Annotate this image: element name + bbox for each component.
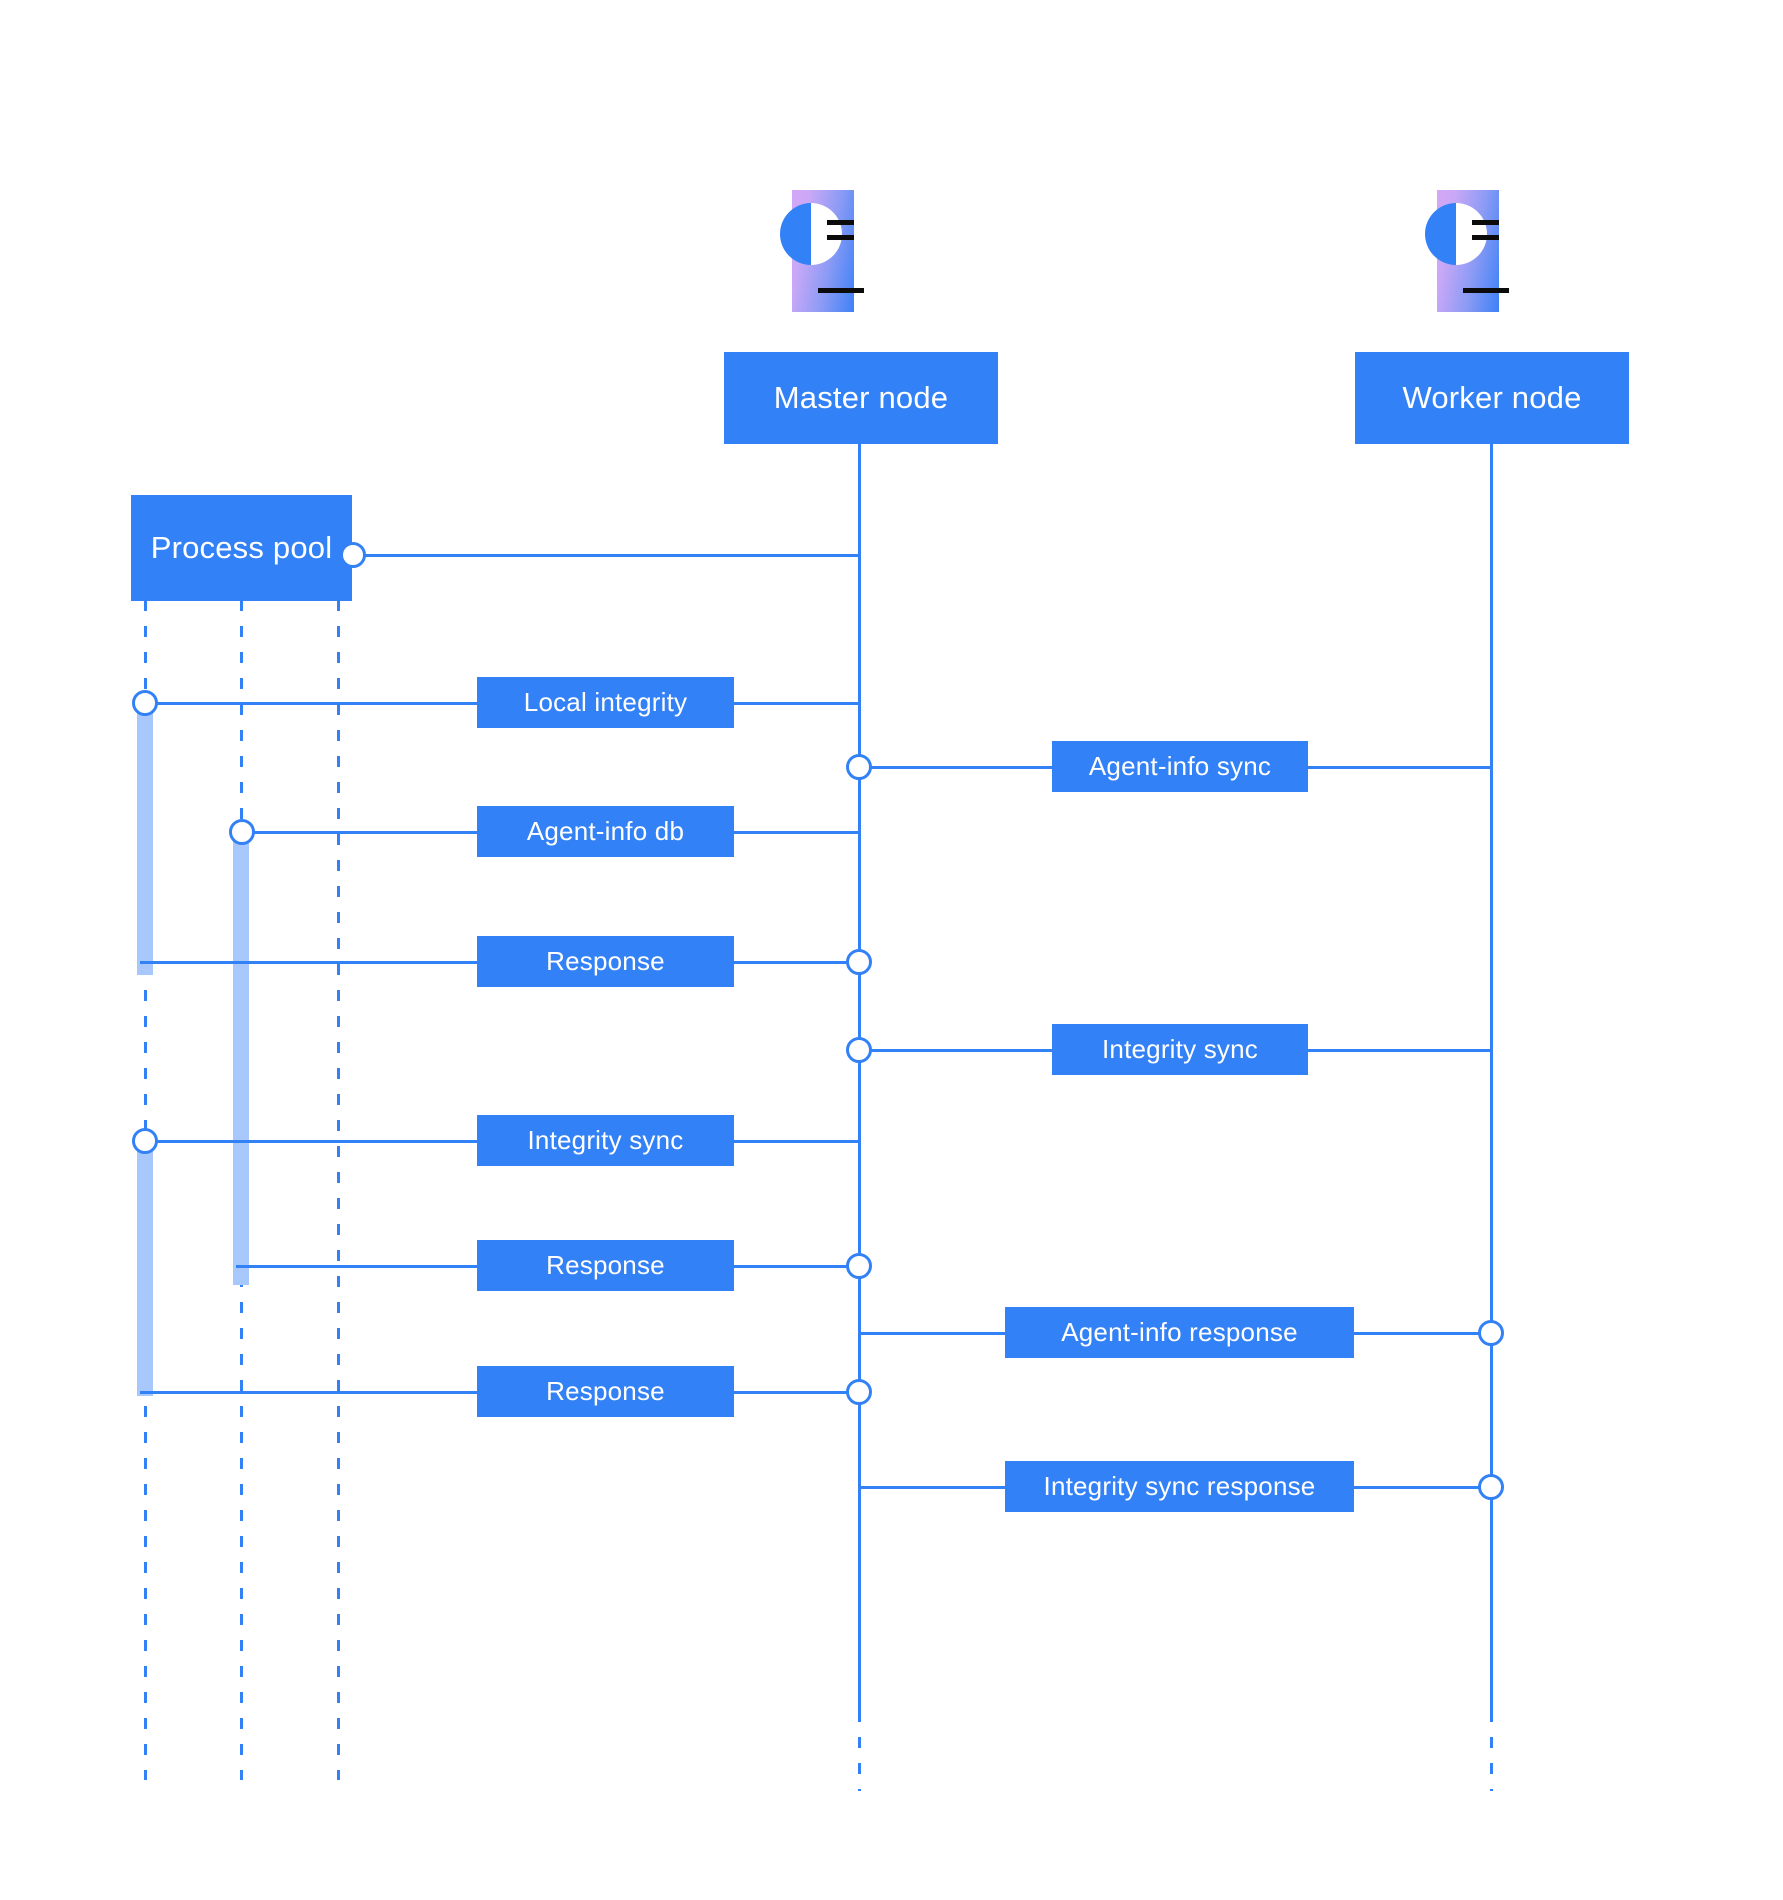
message-box-integrity-sync-response[interactable]: Integrity sync response xyxy=(1005,1461,1354,1512)
message-box-agent-info-response[interactable]: Agent-info response xyxy=(1005,1307,1354,1358)
message-line-1 xyxy=(352,554,860,557)
icon-line-bottom xyxy=(818,288,864,293)
participant-header-worker-node[interactable]: Worker node xyxy=(1355,352,1629,444)
message-box-local-integrity[interactable]: Local integrity xyxy=(477,677,734,728)
message-target-dot-5[interactable] xyxy=(846,949,872,975)
message-box-agent-info-sync[interactable]: Agent-info sync xyxy=(1052,741,1308,792)
lifeline-master-node-tail xyxy=(858,1711,861,1791)
message-label: Response xyxy=(546,1250,665,1280)
participant-label-master-node: Master node xyxy=(773,380,949,416)
message-label: Local integrity xyxy=(523,687,688,717)
activation-bar-lane2-a xyxy=(233,830,249,1285)
participant-header-master-node[interactable]: Master node xyxy=(724,352,998,444)
message-origin-dot-6[interactable] xyxy=(846,1037,872,1063)
message-label: Integrity sync xyxy=(1102,1034,1258,1064)
participant-label-worker-node: Worker node xyxy=(1402,380,1582,416)
icon-line-top xyxy=(1472,220,1499,225)
message-label: Agent-info response xyxy=(1061,1317,1298,1347)
document-profile-icon-worker xyxy=(1425,190,1509,312)
message-target-dot-10[interactable] xyxy=(846,1379,872,1405)
icon-line-top xyxy=(827,220,854,225)
lifeline-worker-node-tail xyxy=(1490,1711,1493,1791)
message-target-dot-8[interactable] xyxy=(846,1253,872,1279)
message-label: Integrity sync response xyxy=(1043,1471,1316,1501)
message-label: Integrity sync xyxy=(527,1125,684,1155)
message-box-response-2[interactable]: Response xyxy=(477,1240,734,1291)
message-origin-dot-2[interactable] xyxy=(132,690,158,716)
message-origin-dot-7[interactable] xyxy=(132,1128,158,1154)
message-origin-dot-3[interactable] xyxy=(846,754,872,780)
message-origin-dot-9[interactable] xyxy=(1478,1320,1504,1346)
message-origin-dot-4[interactable] xyxy=(229,819,255,845)
icon-half-circle xyxy=(780,203,842,265)
participant-header-process-pool[interactable]: Process pool xyxy=(131,495,352,601)
message-label: Agent-info db xyxy=(526,816,685,846)
activation-bar-lane1-b xyxy=(137,1140,153,1396)
message-box-response-1[interactable]: Response xyxy=(477,936,734,987)
message-origin-dot-1[interactable] xyxy=(340,542,366,568)
icon-line-bottom xyxy=(1463,288,1509,293)
message-label: Response xyxy=(546,1376,665,1406)
icon-half-circle xyxy=(1425,203,1487,265)
message-label: Response xyxy=(546,946,665,976)
message-box-integrity-sync-right[interactable]: Integrity sync xyxy=(1052,1024,1308,1075)
message-box-response-3[interactable]: Response xyxy=(477,1366,734,1417)
lifeline-worker-node xyxy=(1490,443,1493,1711)
activation-bar-lane1-a xyxy=(137,700,153,975)
message-box-integrity-sync-left[interactable]: Integrity sync xyxy=(477,1115,734,1166)
lifeline-master-node xyxy=(858,443,861,1711)
message-label: Agent-info sync xyxy=(1088,751,1272,781)
icon-line-second xyxy=(1472,235,1499,240)
participant-label-process-pool: Process pool xyxy=(150,530,333,566)
message-origin-dot-11[interactable] xyxy=(1478,1474,1504,1500)
icon-line-second xyxy=(827,235,854,240)
document-profile-icon-master xyxy=(780,190,864,312)
message-box-agent-info-db[interactable]: Agent-info db xyxy=(477,806,734,857)
lifeline-process-pool-lane-3 xyxy=(337,600,340,1780)
